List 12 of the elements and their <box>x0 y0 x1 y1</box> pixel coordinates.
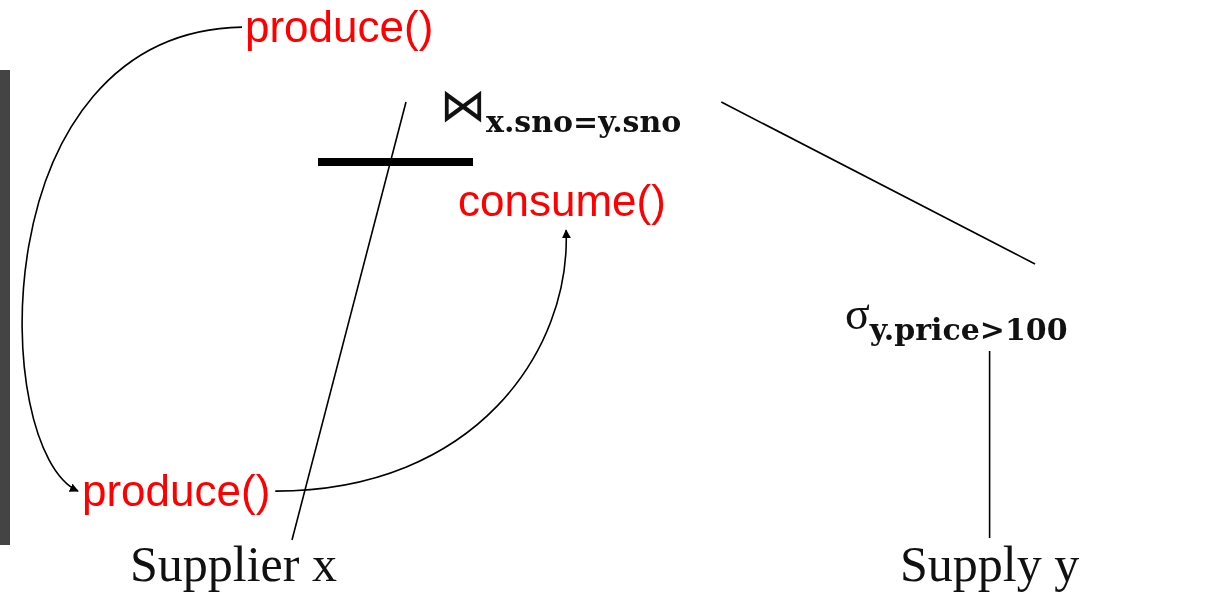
tree-line <box>720 101 1036 265</box>
function-call-label: produce() <box>82 468 271 515</box>
relation-label: Supplier x <box>130 538 337 591</box>
operator-label: σ$_{y.price>100}$ <box>845 290 1068 345</box>
tree-line <box>988 350 991 539</box>
relation-label: Supply y <box>900 538 1080 591</box>
operator-label: ⋈$_{x.sno=y.sno}$ <box>440 82 682 137</box>
function-call-label: consume() <box>458 178 666 225</box>
tree-line <box>291 101 407 541</box>
arrow <box>21 26 243 492</box>
function-call-label: produce() <box>245 4 434 51</box>
arrow <box>274 229 571 492</box>
